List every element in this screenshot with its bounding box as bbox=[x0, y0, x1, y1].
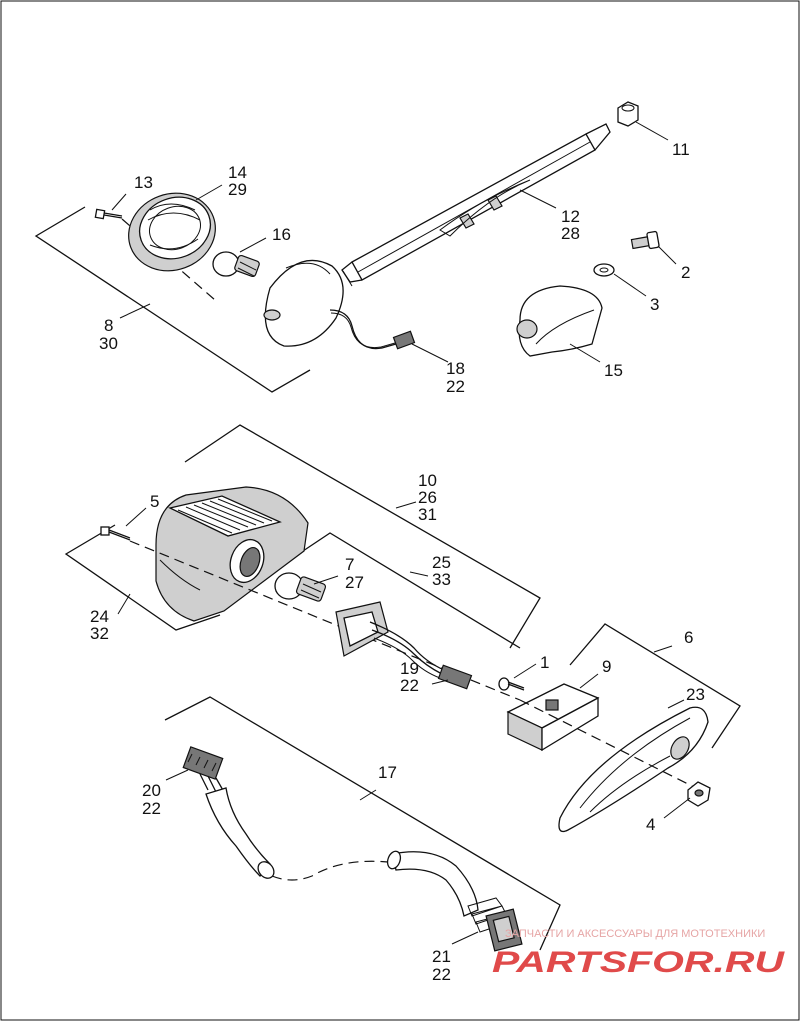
clamp-15 bbox=[516, 285, 603, 357]
lower-assembly bbox=[164, 696, 561, 952]
callout-3: 3 bbox=[650, 295, 659, 314]
circuit-board-9 bbox=[506, 683, 600, 752]
watermark-tagline: ЗАПЧАСТИ И АКСЕССУАРЫ ДЛЯ МОТОТЕХНИКИ bbox=[505, 928, 765, 940]
axis-middle bbox=[129, 540, 521, 701]
callout-17: 17 bbox=[378, 763, 397, 782]
bracket-25-33 bbox=[299, 532, 521, 649]
bracket-24-32 bbox=[64, 524, 221, 631]
harness-cable-right bbox=[386, 850, 479, 917]
screw-2 bbox=[630, 230, 660, 250]
callout-15: 15 bbox=[604, 361, 623, 380]
nut-4 bbox=[687, 781, 711, 807]
callout-11: 11 bbox=[672, 140, 690, 159]
callout-5: 5 bbox=[150, 492, 159, 511]
screw-5 bbox=[100, 526, 131, 541]
screw-1 bbox=[498, 677, 525, 691]
bracket-6 bbox=[569, 623, 741, 749]
upper-assembly bbox=[34, 101, 660, 393]
callout-9: 9 bbox=[602, 657, 611, 676]
callout-23: 23 bbox=[686, 685, 705, 704]
socket-harness-25 bbox=[335, 601, 473, 690]
callout-16: 16 bbox=[272, 225, 291, 244]
callout-6: 6 bbox=[684, 628, 693, 647]
screw-13 bbox=[94, 208, 123, 220]
washer-3 bbox=[593, 263, 615, 277]
watermark-brand: PARTSFOR.RU bbox=[492, 946, 786, 979]
turn-signal-housing bbox=[263, 259, 416, 350]
callout-2: 2 bbox=[681, 263, 690, 282]
lens-ring-14 bbox=[128, 192, 216, 272]
lens-23 bbox=[558, 706, 709, 833]
callout-13: 13 bbox=[134, 173, 153, 192]
watermark: ЗАПЧАСТИ И АКСЕССУАРЫ ДЛЯ МОТОТЕХНИКИ PA… bbox=[492, 928, 786, 979]
callout-4: 4 bbox=[646, 815, 655, 834]
tail-lamp-housing bbox=[155, 486, 309, 622]
connector-20 bbox=[182, 746, 225, 793]
callout-1: 1 bbox=[540, 653, 549, 672]
bracket-17 bbox=[164, 696, 561, 951]
bulb-16 bbox=[212, 251, 260, 278]
harness-cable-left bbox=[205, 787, 275, 879]
connector-21 bbox=[467, 897, 523, 952]
bracket-8-30 bbox=[34, 206, 311, 393]
stalk-12 bbox=[341, 123, 611, 287]
middle-assembly bbox=[64, 424, 741, 833]
bracket-10-26-31 bbox=[184, 424, 541, 649]
leader-lines bbox=[111, 121, 691, 945]
harness-break bbox=[271, 860, 389, 881]
axis-lens bbox=[519, 699, 701, 791]
nut-11 bbox=[617, 101, 639, 127]
bulb-7 bbox=[274, 572, 327, 602]
